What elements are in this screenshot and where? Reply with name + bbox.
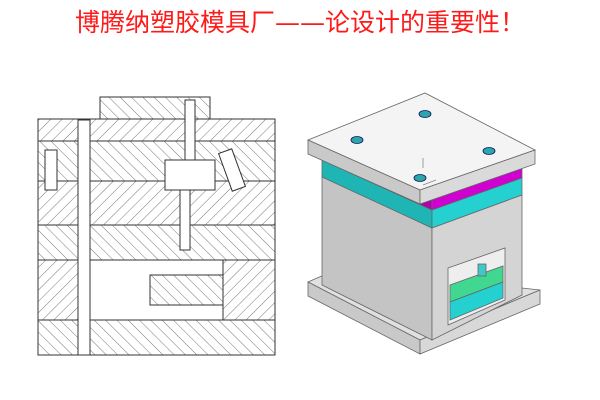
ejector-pin [179,189,191,251]
bottom-clamp-plate [37,319,276,356]
return-pin [44,149,58,191]
core-insert [164,159,216,191]
hole [418,110,432,118]
axis-indicator [422,158,437,186]
ejector-plate [149,274,224,306]
sprue-bushing [184,99,196,161]
support-plate [37,224,276,261]
ejector-post [477,263,487,277]
ejector-plate-cyan [449,281,504,321]
spacer-right [222,259,276,321]
top-clamp-plate [37,118,276,142]
mold-3d-model [306,92,541,355]
top-plate-right [419,149,536,205]
slide-pin [217,148,247,192]
mold-section-drawing [37,96,276,356]
bottom-plate-right [419,289,541,355]
guide-bushing-holes [350,110,496,182]
guide-pin [77,119,91,356]
hole [350,136,364,144]
page-title: 博腾纳塑胶模具厂——论设计的重要性！ [74,8,525,37]
hole [413,174,427,182]
hole [482,147,496,155]
